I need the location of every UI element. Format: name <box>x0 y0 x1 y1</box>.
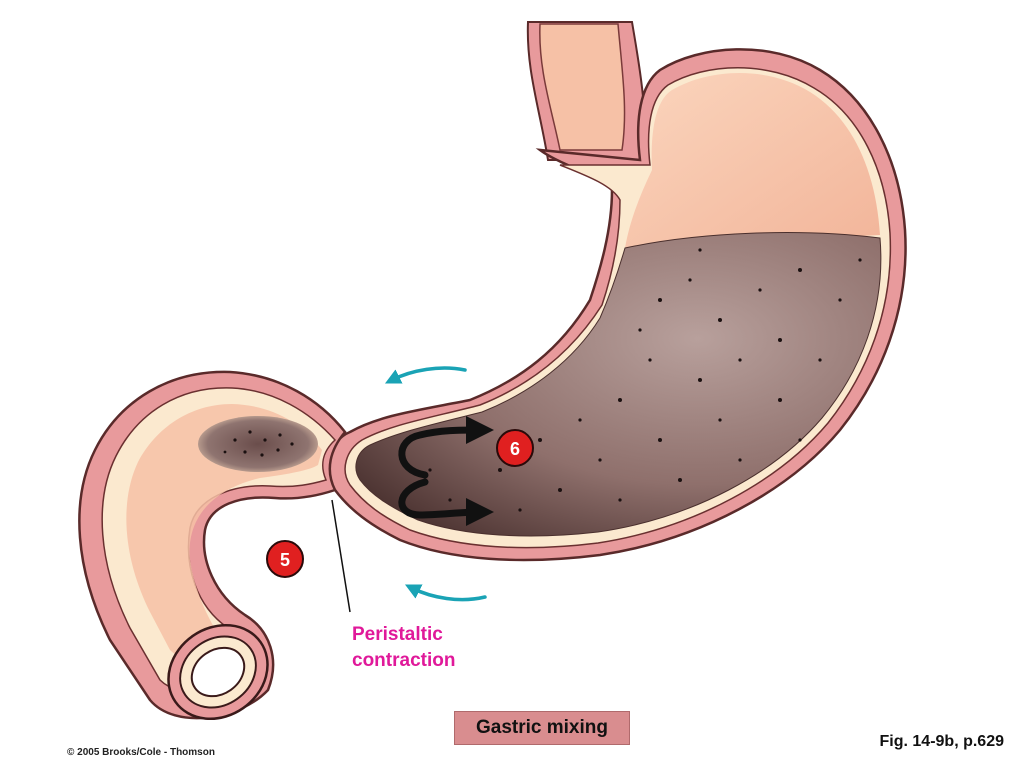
peristaltic-label-line1: Peristaltic <box>352 624 443 645</box>
step-five-label: 5 <box>280 550 290 570</box>
mixing-arrow-upper-icon <box>398 416 494 479</box>
mixing-arrows <box>398 416 494 527</box>
chyme-mass <box>355 232 882 537</box>
peristaltic-label-line2: contraction <box>352 650 456 671</box>
copyright-notice: © 2005 Brooks/Cole - Thomson <box>67 747 215 758</box>
figure-title: Gastric mixing <box>454 711 630 745</box>
step-badge-five: 5 <box>266 540 304 578</box>
step-badge-six: 6 <box>496 429 534 467</box>
peristaltic-leader-line <box>331 499 351 613</box>
mixing-arrow-lower-icon <box>398 478 494 527</box>
esophagus <box>526 21 646 161</box>
peristaltic-contraction-label: Peristaltic contraction <box>352 622 455 674</box>
peristalsis-arrow-upper-icon <box>384 366 467 384</box>
peristalsis-arrows <box>384 366 487 602</box>
peristalsis-arrow-lower-icon <box>404 584 487 602</box>
figure-reference: Fig. 14-9b, p.629 <box>879 733 1004 750</box>
duodenum <box>78 370 347 721</box>
step-six-label: 6 <box>510 439 520 459</box>
